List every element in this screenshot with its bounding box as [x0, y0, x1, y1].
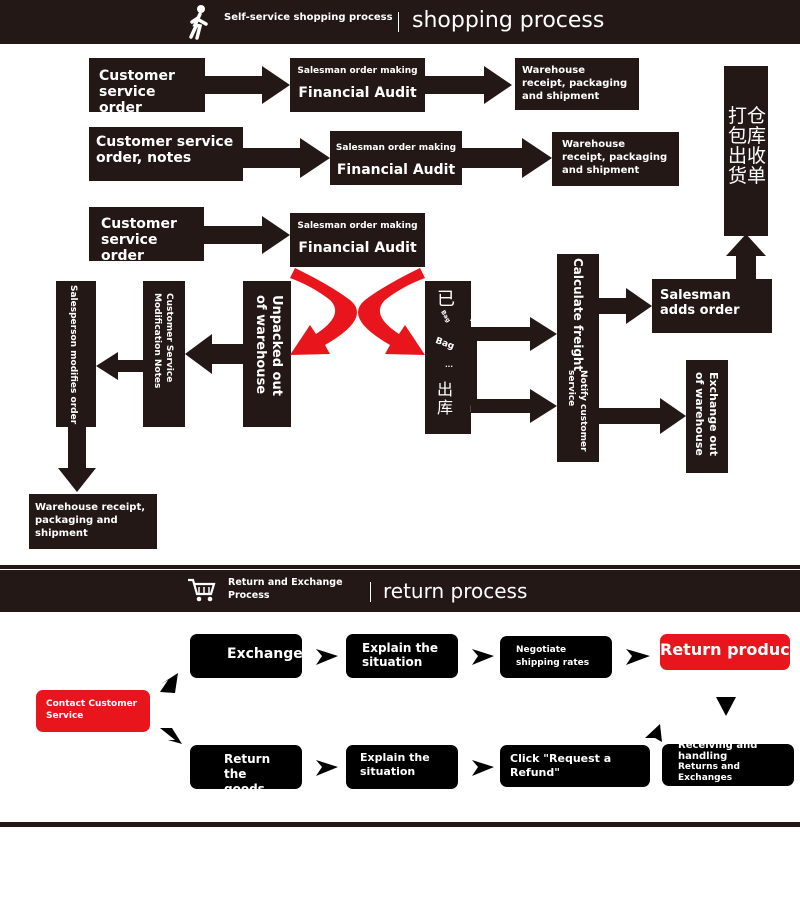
explain1-box: Explain the situation — [346, 634, 458, 678]
arrow-package — [599, 398, 686, 434]
arrow-r3a — [204, 216, 290, 254]
row1-audit: Financial Audit — [298, 85, 417, 101]
row1-audit-box: Salesman order making Financial Audit — [290, 58, 425, 112]
warehouse-bottom-text: Warehouse receipt, packaging and shipmen… — [35, 502, 146, 539]
arrow-add-products — [471, 317, 557, 351]
exchange-out-box: Exchange out of warehouse — [686, 360, 728, 473]
row2-audit: Financial Audit — [336, 162, 456, 178]
negotiate-box: Negotiate shipping rates — [500, 636, 612, 678]
return-header-bar — [0, 570, 800, 612]
return-divider — [370, 582, 371, 602]
salesperson-text: Salesperson modifies order — [68, 285, 78, 425]
pack-column: 打仓包库出收货单 — [724, 66, 768, 236]
exchange-out-text: Exchange out of warehouse — [693, 372, 720, 457]
section-divider-1 — [0, 565, 800, 569]
arrow-r1a — [205, 66, 290, 104]
arrow-contact-up — [160, 673, 178, 693]
arrow-down-return — [716, 697, 736, 716]
row2-sales-small: Salesman order making — [335, 143, 457, 153]
arrow-left-2b — [96, 352, 143, 380]
contact-cs-box: Contact Customer Service — [36, 690, 150, 732]
row2-warehouse-text: Warehouse receipt, packaging and shipmen… — [562, 139, 668, 176]
row3-customer-text: Customer service order — [101, 216, 177, 264]
arrow-up-right — [726, 234, 766, 290]
return-small-title: Return and Exchange Process — [228, 577, 343, 601]
contact-cs-text: Contact Customer Service — [46, 699, 138, 721]
explain2-box: Explain the situation — [346, 745, 458, 789]
bag-top-text: 已 — [437, 289, 455, 310]
arrow-left-1 — [185, 334, 243, 374]
cs-notes-text: Customer Service Modification Notes — [152, 293, 174, 389]
receiving-text: Receiving and handling — [678, 740, 758, 762]
section-divider-2 — [0, 822, 800, 827]
flow-arrows — [58, 66, 766, 492]
salesperson-box: Salesperson modifies order — [56, 281, 96, 427]
arrow-rg-3 — [645, 724, 662, 742]
row2-customer-text: Customer service order, notes — [96, 134, 234, 166]
calc-freight-box: Calculate freight Notify customer servic… — [557, 254, 599, 462]
arrow-r2a — [243, 138, 330, 178]
arrow-r1b — [425, 66, 512, 104]
arrow-contact-down — [160, 728, 182, 744]
returns-exchanges-text: Returns and Exchanges — [678, 762, 741, 783]
unpacked-text: Unpacked out of warehouse — [253, 295, 284, 396]
row3-sales-small: Salesman order making — [297, 221, 418, 231]
calc-freight-text: Calculate freight — [571, 258, 585, 372]
shopping-big-title: shopping process — [412, 8, 605, 33]
shopping-cart-icon — [188, 578, 216, 602]
shopping-divider — [398, 12, 399, 32]
return-goods-box: Return the goods — [190, 745, 302, 796]
row1-warehouse-text: Warehouse receipt, packaging and shipmen… — [522, 65, 628, 102]
return-product-box: Return product — [660, 634, 790, 670]
salesman-adds-text: Salesman adds order — [660, 288, 740, 318]
bag-box: 已 Bag Bag ... 出库 — [425, 281, 471, 434]
receiving-box: Receiving and handling Returns and Excha… — [662, 740, 794, 786]
row2-customer-box: Customer service order, notes — [89, 127, 243, 181]
click-refund-box: Click "Request a Refund" — [500, 745, 650, 787]
explain2-text: Explain the situation — [360, 751, 430, 778]
bag-small3: ... — [445, 361, 453, 369]
exchange-text: Exchange — [227, 646, 303, 662]
exchange-box: Exchange — [190, 634, 303, 678]
arrow-ex-2 — [472, 649, 494, 665]
return-product-text: Return product — [660, 640, 790, 659]
row3-audit-box: Salesman order making Financial Audit — [290, 213, 425, 267]
arrow-ex-1 — [316, 649, 338, 665]
row1-sales-small: Salesman order making — [297, 66, 418, 76]
bag-branch-line — [471, 327, 477, 413]
bag-chinese: 出库 — [437, 380, 454, 417]
add-products-label: Add Products — [470, 313, 546, 324]
pack-chinese-text: 打仓包库出收货单 — [727, 105, 766, 187]
row1-warehouse-box: Warehouse receipt, packaging and shipmen… — [515, 58, 639, 110]
arrow-r2b — [462, 138, 552, 178]
arrow-rg-2 — [472, 760, 494, 776]
return-goods-text: Return the goods — [224, 752, 271, 796]
arrow-modify-product — [471, 389, 557, 423]
arrow-down — [58, 427, 96, 492]
arrow-to-salesman — [599, 288, 652, 324]
row2-warehouse-box: Warehouse receipt, packaging and shipmen… — [552, 132, 679, 186]
cs-notes-box: Customer Service Modification Notes — [143, 281, 185, 427]
row2-audit-box: Salesman order making Financial Audit — [330, 131, 462, 185]
red-arrow-right — [357, 268, 425, 355]
row1-customer-text: Customer service order — [99, 68, 175, 116]
red-arrow-left — [290, 268, 358, 355]
notify-cs-text: Notify customer service — [566, 370, 588, 452]
shopping-header-bar — [0, 0, 800, 44]
explain1-text: Explain the situation — [362, 641, 438, 669]
click-refund-text: Click "Request a Refund" — [510, 752, 612, 779]
unpacked-box: Unpacked out of warehouse — [243, 281, 291, 427]
row3-customer-box: Customer service order — [89, 207, 204, 264]
negotiate-text: Negotiate shipping rates — [516, 645, 590, 668]
arrow-ex-3 — [626, 649, 650, 665]
shopping-small-title: Self-service shopping process — [224, 12, 393, 23]
row3-audit: Financial Audit — [298, 240, 417, 256]
arrow-rg-1 — [316, 760, 338, 776]
warehouse-bottom-box: Warehouse receipt, packaging and shipmen… — [29, 494, 157, 549]
walking-person-icon — [189, 5, 208, 40]
return-big-title: return process — [383, 579, 528, 603]
row1-customer-box: Customer service order — [89, 58, 205, 116]
notify-label: Notify — [104, 347, 135, 357]
